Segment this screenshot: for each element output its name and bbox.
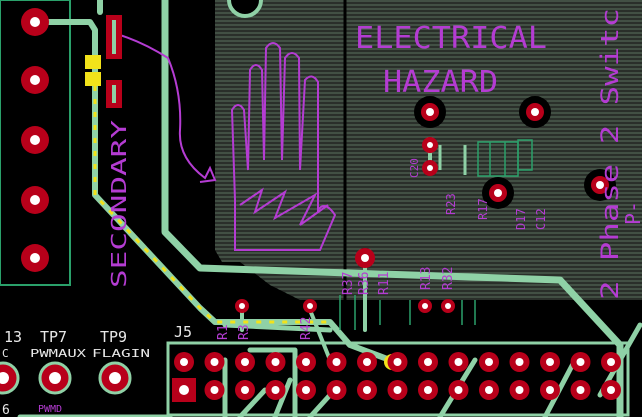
j5-pin-hole	[363, 386, 371, 394]
p6-label: 6	[2, 403, 10, 417]
pwmd-label: PWMD	[38, 404, 62, 415]
flagin-label: FLAGIN	[92, 347, 150, 360]
refdes-r36: R36	[357, 272, 372, 295]
j5-pin-hole	[302, 358, 310, 366]
j5-pin-hole	[241, 358, 249, 366]
j5-pin-hole	[363, 358, 371, 366]
j5-pin-hole	[576, 358, 585, 366]
j5-pin-hole	[332, 358, 341, 366]
silk-hazard: HAZARD	[383, 65, 498, 100]
refdes-r42: R42	[299, 317, 314, 340]
refdes-r1: R1	[216, 324, 231, 340]
silk-switch-label: 2 Phase 2 Switc	[596, 8, 624, 300]
refdes-r37: R37	[341, 272, 356, 295]
tp13-label: 13	[4, 328, 22, 346]
j5-pin-hole	[393, 358, 402, 366]
j5-pin-hole	[546, 358, 554, 366]
j5-pin-hole	[271, 358, 280, 366]
trace-j5-3	[237, 387, 268, 417]
j5-pin-hole	[607, 358, 615, 366]
component-outlines	[339, 139, 533, 330]
j5-pin-hole	[302, 386, 310, 394]
refdes-r13: R13	[419, 267, 434, 290]
refdes-r3: R3	[237, 324, 252, 340]
tp9-label: TP9	[100, 328, 127, 346]
j5-pin-hole	[454, 358, 463, 366]
j5-pin-hole	[210, 386, 219, 394]
refdes-r17: R17	[476, 198, 490, 220]
j5-pin-hole	[180, 358, 188, 366]
j5-pin-hole	[515, 386, 524, 394]
pwmaux-label: PWMAUX	[30, 347, 87, 360]
j5-pin-hole	[241, 386, 249, 394]
j5-pin-hole	[454, 386, 463, 394]
tp7-label: TP7	[40, 328, 67, 346]
j5-pin-hole	[485, 386, 493, 394]
j5-pin-hole	[393, 386, 402, 394]
j5-pin-hole	[576, 386, 585, 394]
connector-pads[interactable]	[21, 8, 49, 272]
trace-r42	[308, 308, 332, 362]
silk-cut-label: P-	[621, 201, 642, 225]
refdes-r23: R23	[444, 193, 458, 215]
testpoint-pads[interactable]	[0, 361, 132, 395]
j5-pin-hole	[271, 386, 280, 394]
refdes-j5: J5	[174, 323, 192, 341]
trace-j5-2	[247, 347, 298, 417]
refdes-r32: R32	[441, 267, 456, 290]
refdes-c12: C12	[534, 208, 548, 230]
j5-pin-hole	[546, 386, 554, 394]
electrical-hazard-hand-icon	[109, 31, 337, 251]
nc-label: C	[2, 347, 9, 360]
j5-pin-hole	[515, 358, 524, 366]
j5-pin-hole	[424, 358, 432, 366]
highlighted-net	[93, 60, 330, 324]
vias[interactable]	[227, 0, 616, 313]
header-connector-left	[0, 0, 71, 286]
j5-header[interactable]	[166, 341, 630, 417]
j5-pin-hole	[332, 386, 341, 394]
silk-secondary: SECONDARY	[107, 120, 131, 288]
trace-j5-4	[272, 377, 293, 417]
trace-j5-5	[307, 392, 333, 417]
j5-pin-hole	[210, 358, 219, 366]
refdes-c20: C20	[408, 158, 421, 178]
trace-j5-7	[542, 357, 578, 417]
refdes-d17: D17	[514, 208, 528, 230]
j5-pin-hole	[424, 386, 432, 394]
j5-pin-hole	[485, 358, 493, 366]
refdes-r11: R11	[377, 272, 392, 295]
j5-pin-hole	[607, 386, 615, 394]
silk-electrical: ELECTRICAL	[355, 21, 547, 56]
